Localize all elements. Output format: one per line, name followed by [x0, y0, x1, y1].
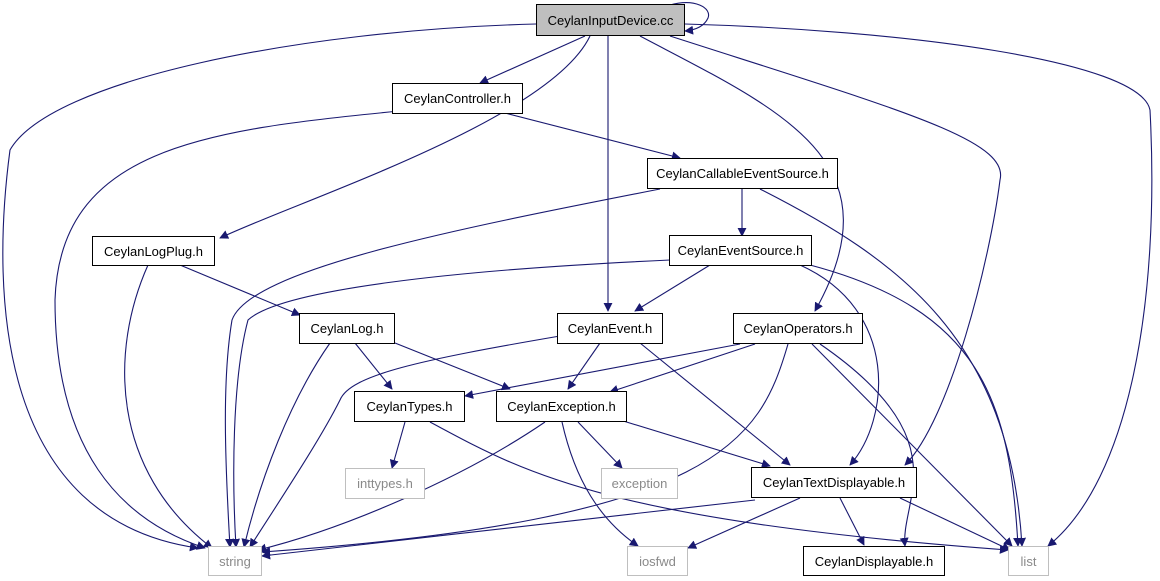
- edge-inputdevice-string: [2, 23, 537, 552]
- node-inttypes[interactable]: inttypes.h: [345, 468, 425, 499]
- edge-operators-displayable: [819, 343, 915, 547]
- node-ceylan-event-source[interactable]: CeylanEventSource.h: [669, 235, 812, 266]
- edge-exception-exceptionstd: [577, 421, 623, 469]
- edge-log-exception: [394, 342, 511, 391]
- edge-logplug-string: [124, 264, 213, 549]
- edge-exception-iosfwd: [561, 421, 639, 547]
- edge-event-string: [249, 335, 561, 548]
- edge-controller-string: [54, 110, 401, 550]
- edge-textdisplayable-displayable: [839, 497, 865, 546]
- node-ceylan-input-device[interactable]: CeylanInputDevice.cc: [536, 4, 685, 36]
- edge-controller-callable: [504, 112, 681, 161]
- edge-eventsource-textdisplayable: [799, 264, 880, 466]
- edge-operators-types: [464, 343, 741, 399]
- edge-exception-string: [257, 421, 546, 553]
- edge-exception-textdisplayable: [619, 419, 771, 468]
- node-ceylan-operators[interactable]: CeylanOperators.h: [733, 313, 863, 344]
- node-string[interactable]: string: [208, 546, 262, 576]
- node-ceylan-text-displayable[interactable]: CeylanTextDisplayable.h: [751, 467, 917, 498]
- edge-inputdevice-self: [669, 2, 710, 35]
- edge-log-string: [241, 342, 331, 548]
- edge-inputdevice-operators: [639, 35, 844, 312]
- edge-types-list: [429, 421, 1009, 554]
- node-ceylan-controller[interactable]: CeylanController.h: [392, 83, 523, 114]
- edge-types-inttypes: [389, 421, 406, 469]
- node-ceylan-log[interactable]: CeylanLog.h: [299, 313, 395, 344]
- edge-operators-string: [261, 343, 789, 556]
- edge-event-textdisplayable: [639, 342, 791, 466]
- node-ceylan-log-plug[interactable]: CeylanLogPlug.h: [92, 236, 215, 266]
- edge-inputdevice-textdisplayable: [669, 35, 1002, 466]
- edge-operators-list: [811, 343, 1013, 547]
- edge-operators-exception: [609, 343, 756, 394]
- edge-event-exception: [567, 342, 601, 390]
- edge-log-types: [354, 342, 393, 390]
- edge-eventsource-string: [231, 259, 671, 548]
- edge-eventsource-event: [634, 264, 711, 312]
- edge-textdisplayable-string: [261, 499, 756, 560]
- node-list[interactable]: list: [1008, 546, 1049, 576]
- edge-logplug-log: [179, 264, 301, 317]
- node-ceylan-callable-event-source[interactable]: CeylanCallableEventSource.h: [647, 158, 838, 189]
- edge-eventsource-list: [809, 264, 1023, 547]
- node-ceylan-displayable[interactable]: CeylanDisplayable.h: [803, 546, 945, 576]
- edge-textdisplayable-iosfwd: [687, 497, 801, 549]
- edge-callable-list: [759, 188, 1027, 547]
- node-iosfwd[interactable]: iosfwd: [627, 546, 688, 576]
- edge-callable-string: [224, 188, 661, 548]
- edge-textdisplayable-list: [899, 497, 1011, 551]
- node-ceylan-exception[interactable]: CeylanException.h: [496, 391, 627, 422]
- edge-inputdevice-list: [684, 23, 1153, 547]
- edge-inputdevice-logplug: [219, 35, 591, 239]
- node-ceylan-event[interactable]: CeylanEvent.h: [557, 313, 663, 344]
- edge-inputdevice-controller: [479, 35, 586, 84]
- node-exception-std[interactable]: exception: [601, 468, 678, 499]
- node-ceylan-types[interactable]: CeylanTypes.h: [354, 391, 465, 422]
